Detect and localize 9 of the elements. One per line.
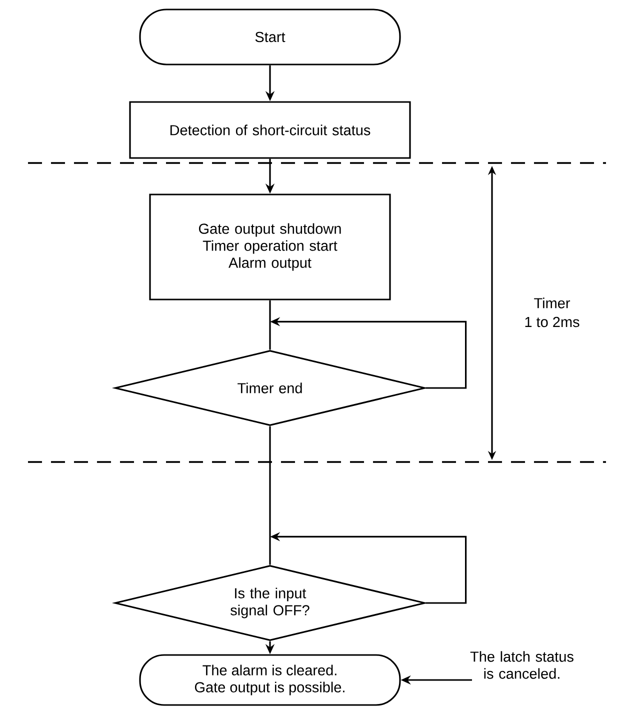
connector-line (269, 426, 271, 565)
process-box: Detection of short-circuit status (129, 101, 411, 159)
terminal-box: Start (139, 8, 401, 66)
connector-line (269, 300, 271, 350)
terminal-box: The alarm is cleared. Gate output is possible. (139, 654, 401, 706)
dimension-label: Timer (534, 298, 570, 308)
note-text: The latch status is canceled. (470, 651, 574, 679)
process-box: Gate output shutdown Timer operation start Alarm output (149, 194, 391, 300)
dimension-label: 1 to 2ms (525, 316, 580, 328)
